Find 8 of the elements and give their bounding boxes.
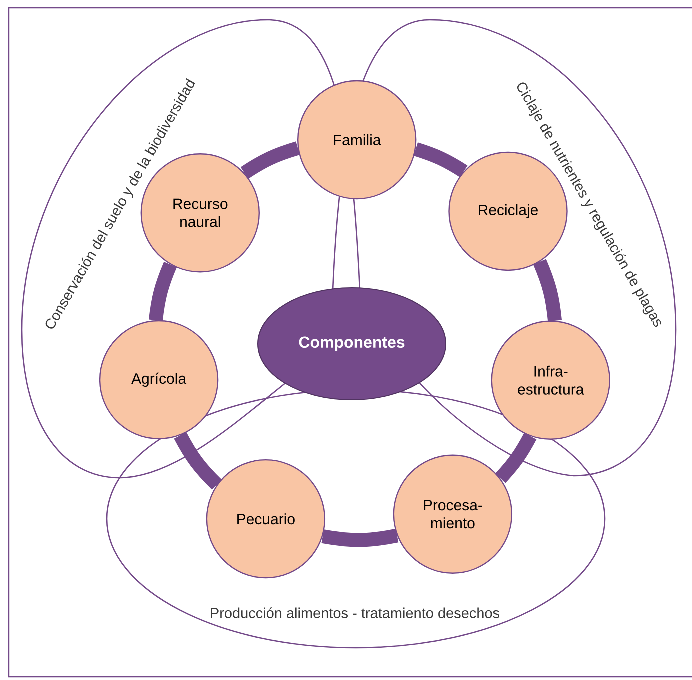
ring-segment — [495, 433, 537, 484]
ring-segment — [240, 142, 300, 180]
ring-segment — [533, 259, 562, 322]
loop-label: Producción alimentos - tratamiento desechos — [211, 608, 500, 618]
ring-segment — [148, 262, 178, 322]
ring-segment — [322, 528, 399, 548]
ring-segment — [414, 142, 468, 178]
ring-segment — [174, 432, 222, 490]
